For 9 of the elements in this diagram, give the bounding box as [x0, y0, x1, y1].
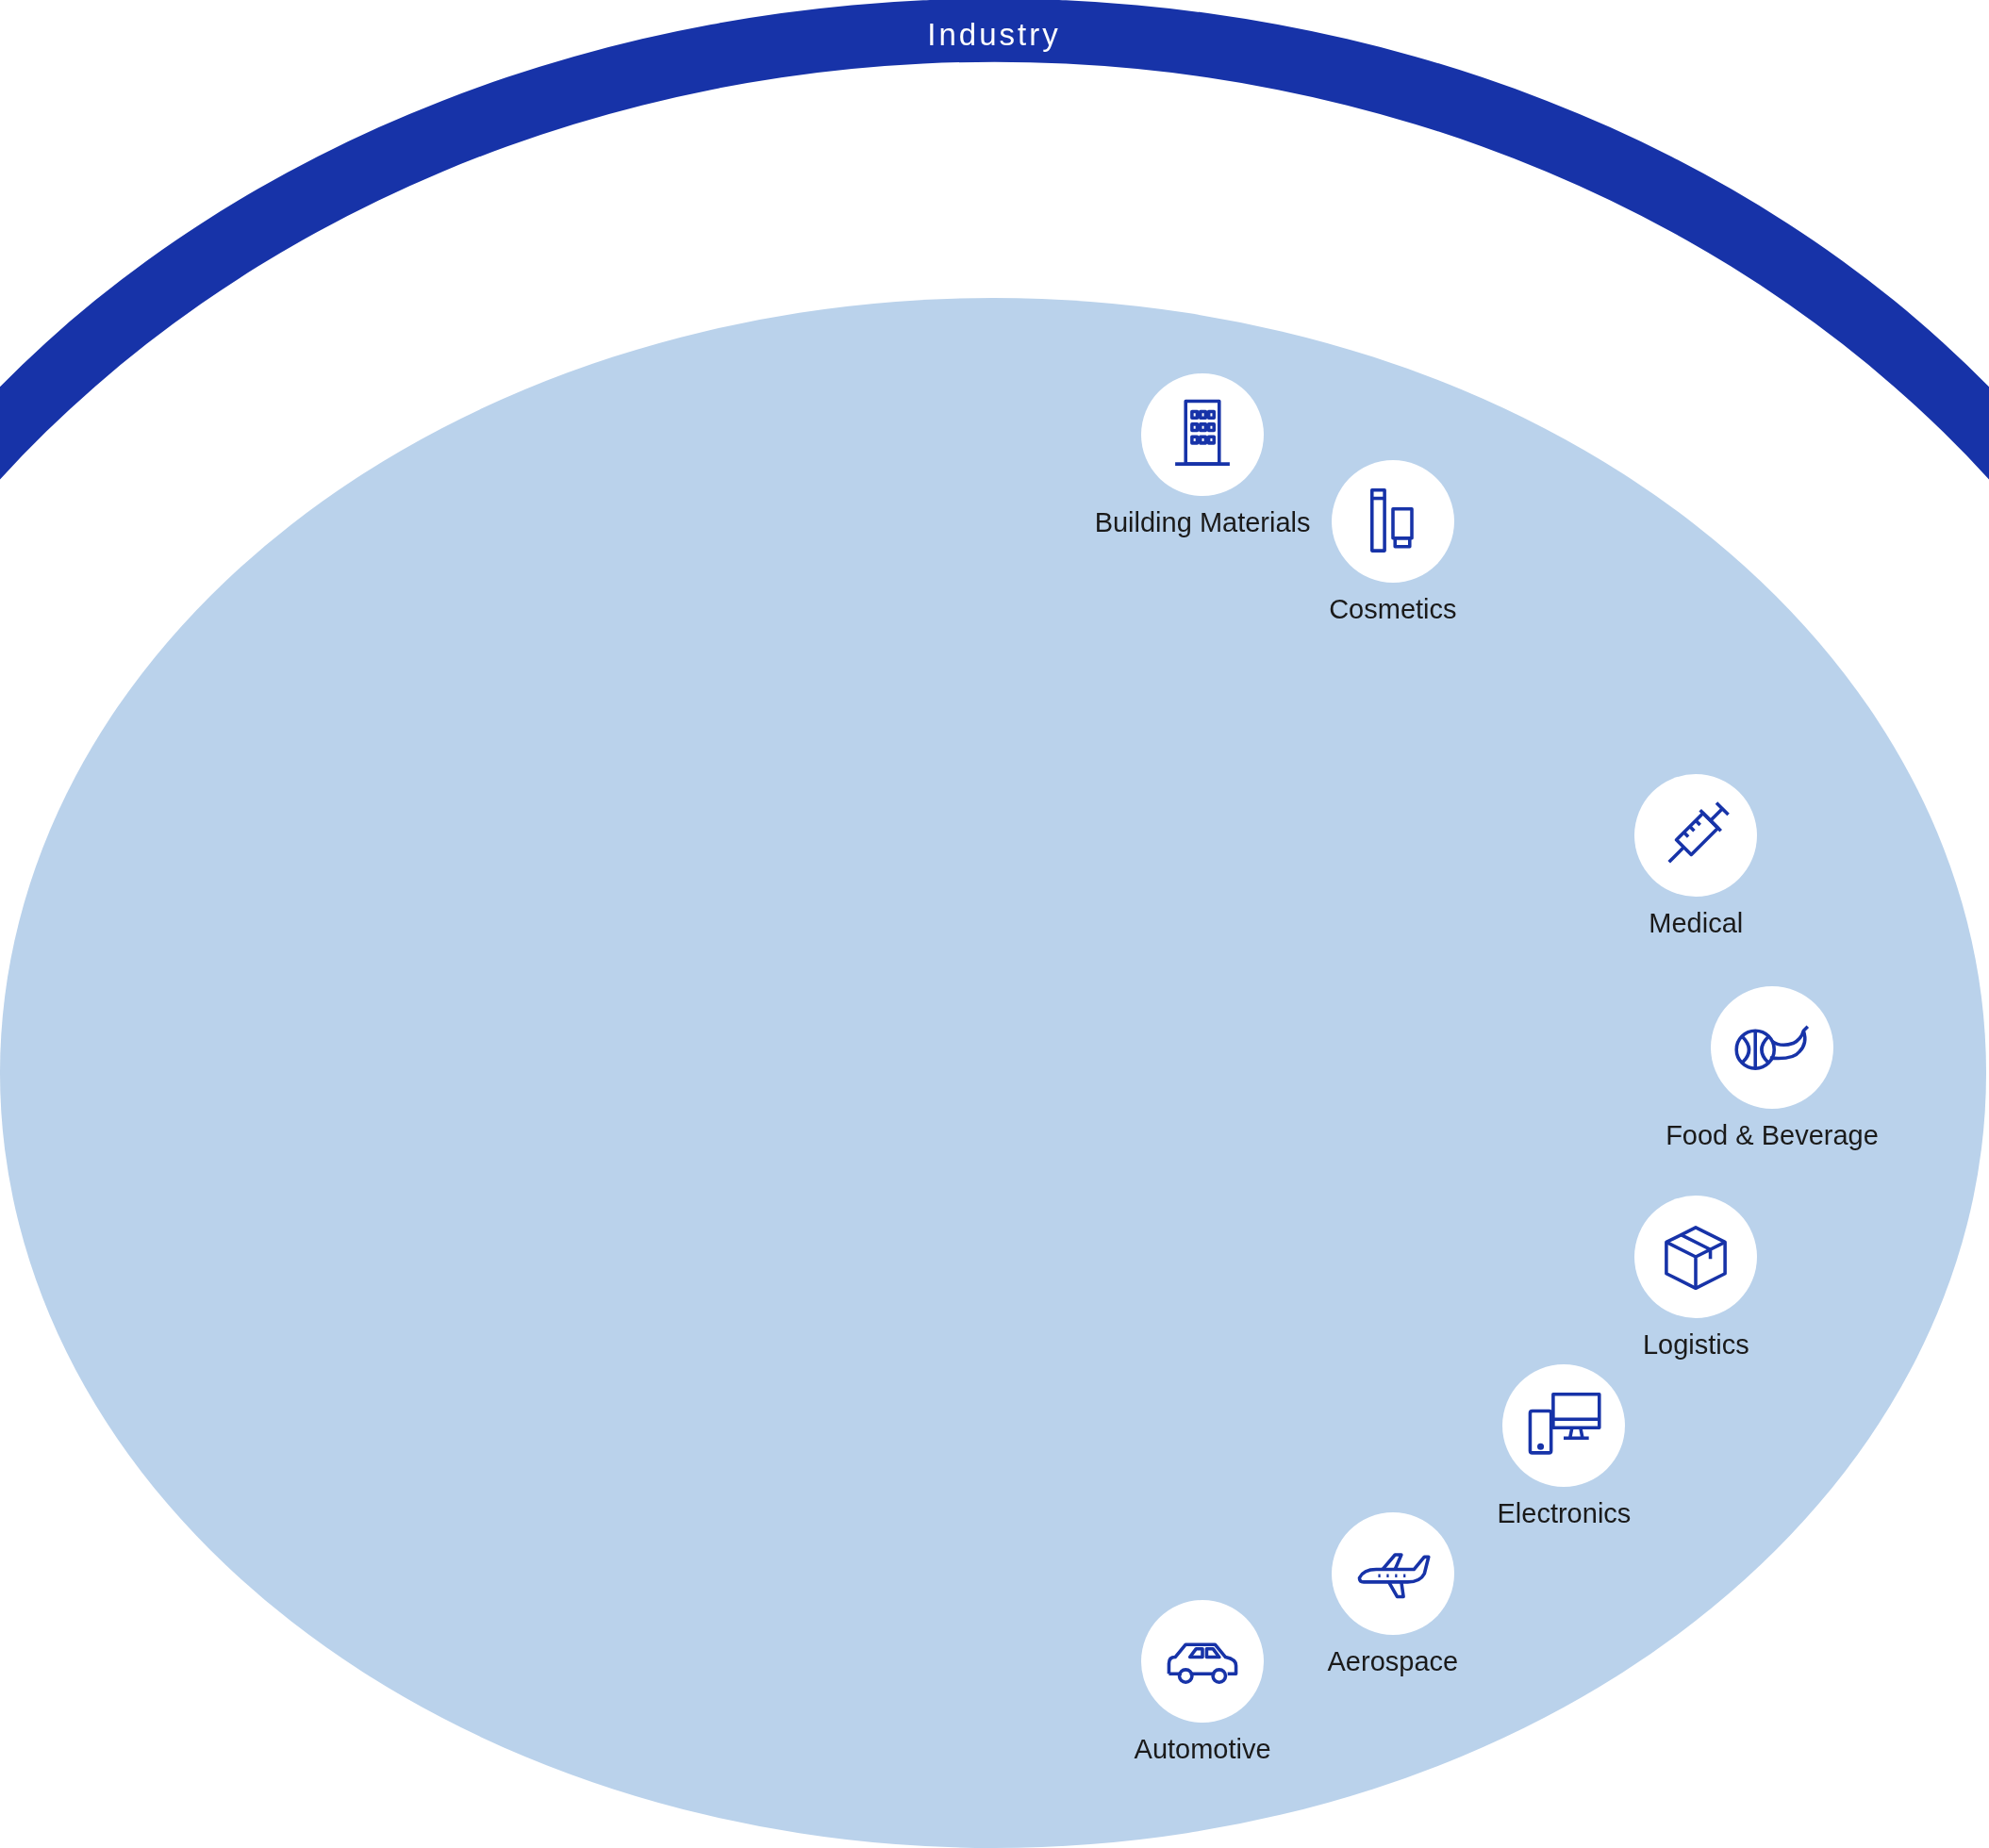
industry-label: Building Materials: [1094, 507, 1311, 539]
industry-label: Medical: [1649, 908, 1744, 940]
industry-label: Electronics: [1497, 1497, 1632, 1529]
industry-label: Cosmetics: [1329, 593, 1457, 625]
industry-label: Logistics: [1642, 1328, 1749, 1361]
band-title: Industry: [927, 17, 1061, 53]
industry-label: Automotive: [1134, 1733, 1271, 1765]
industry-label: Aerospace: [1327, 1646, 1459, 1678]
industry-label: Food & Beverage: [1666, 1120, 1879, 1151]
